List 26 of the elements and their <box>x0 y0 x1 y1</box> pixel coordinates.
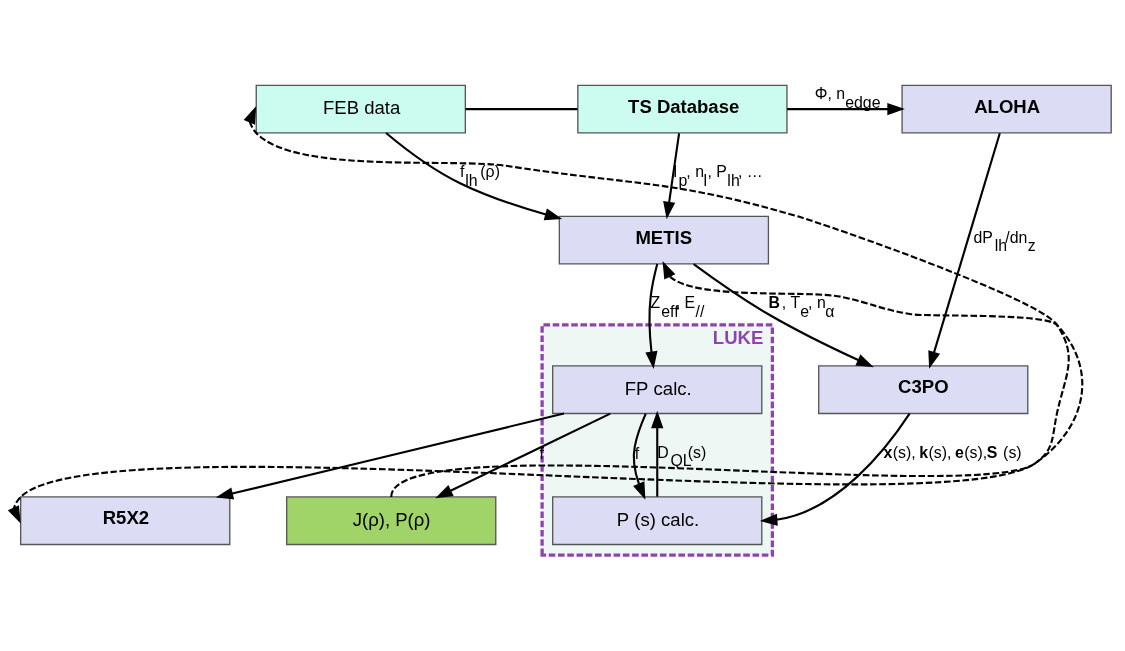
arrow <box>787 103 905 116</box>
arrow <box>385 132 563 221</box>
node-box: C3PO <box>818 365 1029 415</box>
node-box: J(ρ), P(ρ) <box>286 496 497 546</box>
arrow <box>632 413 647 500</box>
arrow <box>390 261 1084 498</box>
edge-label: f <box>634 445 640 463</box>
arrow <box>435 412 611 499</box>
node-box: FEB data <box>255 84 466 134</box>
node-box: ALOHA <box>901 84 1112 134</box>
node-box: P (s) calc. <box>552 496 763 546</box>
node-box: METIS <box>558 215 770 265</box>
node-box: R5X2 <box>20 496 231 546</box>
arrow <box>928 132 1001 369</box>
node-box: FP calc. <box>552 365 763 415</box>
edge-label: f <box>539 445 544 463</box>
edge-label: x(s), k(s), e(s),S (s) <box>883 443 1022 461</box>
arrow <box>215 412 565 500</box>
arrow <box>645 263 659 369</box>
arrow <box>663 133 681 220</box>
node-box: TS Database <box>577 84 788 134</box>
arrow <box>651 410 664 497</box>
arrow <box>759 413 911 526</box>
connector <box>465 108 578 111</box>
arrow <box>693 263 874 368</box>
arrow <box>8 106 1070 524</box>
